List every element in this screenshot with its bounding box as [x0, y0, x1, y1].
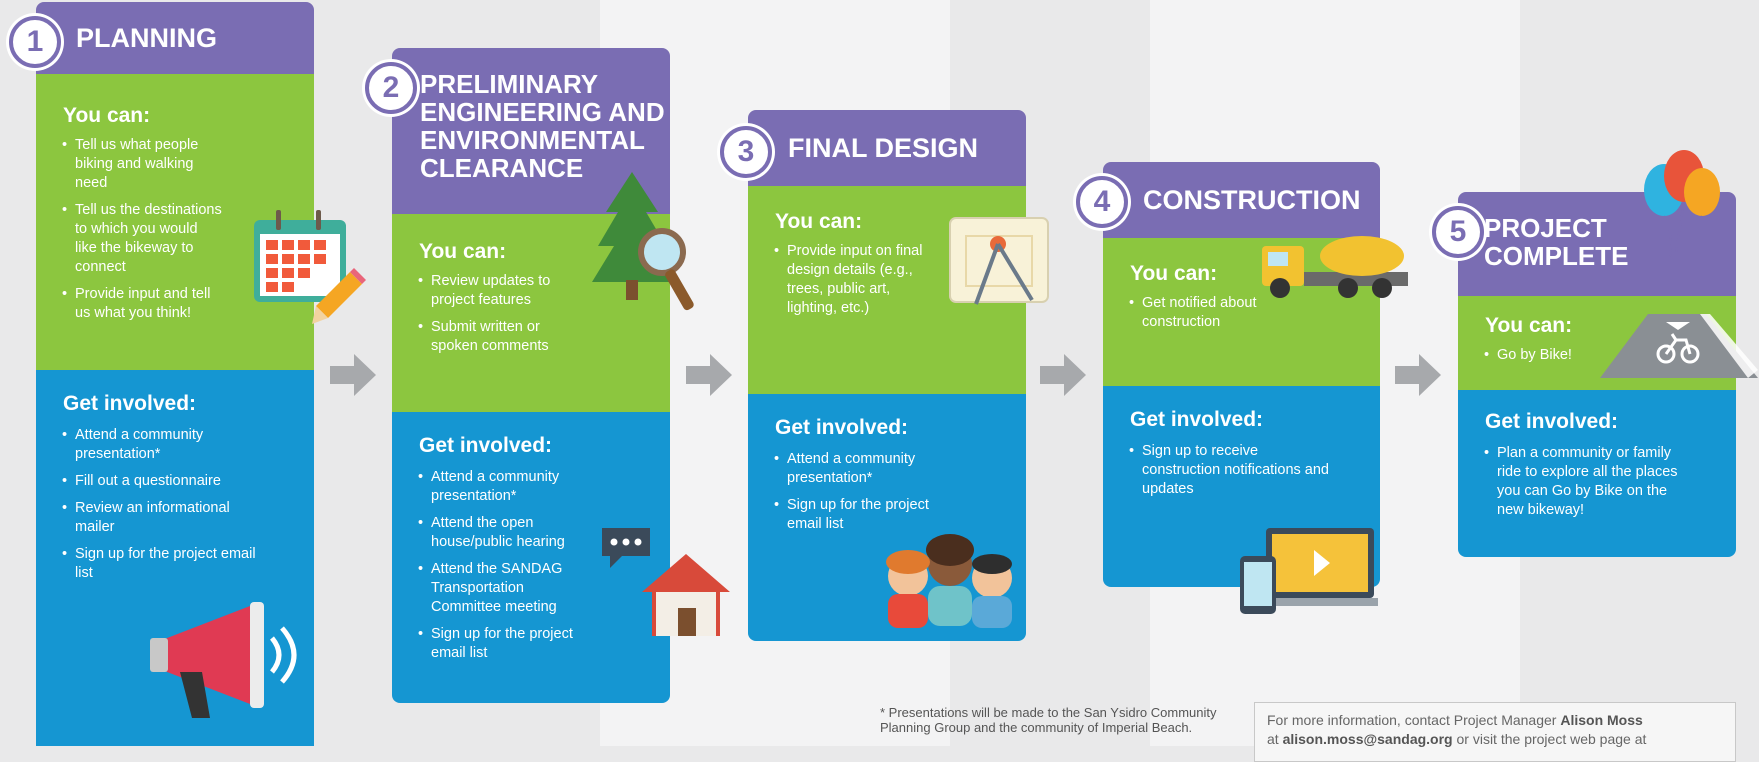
you-can-heading: You can: [1130, 262, 1218, 285]
balloons-icon [1644, 150, 1720, 257]
list-item: Provide input on final design details (e… [774, 242, 939, 318]
list-item: Tell us what people biking and walking n… [62, 136, 222, 193]
stage-number-badge: 1 [9, 16, 61, 68]
you-can-section: You can: Tell us what people biking and … [36, 74, 314, 370]
stage-2-card: PRELIMINARY ENGINEERING AND ENVIRONMENTA… [392, 48, 670, 703]
contact-email-link[interactable]: alison.moss@sandag.org [1282, 731, 1453, 747]
list-item: Sign up for the project email list [774, 496, 944, 534]
get-involved-list: Attend a community presentation* Fill ou… [62, 426, 262, 591]
you-can-list: Get notified about construction [1129, 294, 1289, 340]
list-item: Sign up for the project email list [62, 545, 262, 583]
get-involved-list: Sign up to receive construction notifica… [1129, 442, 1329, 507]
get-involved-heading: Get involved: [63, 392, 197, 415]
list-item: Fill out a questionnaire [62, 472, 262, 491]
arrow-right-icon [330, 354, 376, 396]
house-icon [642, 554, 730, 636]
pencil-icon [312, 268, 366, 324]
you-can-list: Provide input on final design details (e… [774, 242, 939, 326]
you-can-list: Go by Bike! [1484, 346, 1604, 373]
arrow-right-icon [1040, 354, 1086, 396]
list-item: Submit written or spoken comments [418, 318, 578, 356]
stage-1-card: PLANNING You can: Tell us what people bi… [36, 2, 314, 746]
list-item: Sign up to receive construction notifica… [1129, 442, 1329, 499]
you-can-heading: You can: [63, 104, 151, 127]
magnifier-icon [638, 228, 694, 311]
stage-number-badge: 5 [1432, 206, 1484, 258]
list-item: Attend a community presentation* [418, 468, 578, 506]
stage-number-badge: 4 [1076, 176, 1128, 228]
you-can-heading: You can: [419, 240, 507, 263]
calendar-icon [254, 210, 346, 302]
get-involved-section: Get involved: Attend a community present… [36, 370, 314, 746]
stage-header: PROJECT COMPLETE [1458, 192, 1736, 296]
get-involved-list: Attend a community presentation* Sign up… [774, 450, 944, 542]
arrow-right-icon [686, 354, 732, 396]
list-item: Attend a community presentation* [774, 450, 944, 488]
list-item: Sign up for the project email list [418, 625, 578, 663]
stage-title: FINAL DESIGN [788, 133, 979, 163]
list-item: Attend a community presentation* [62, 426, 262, 464]
get-involved-list: Plan a community or family ride to explo… [1484, 444, 1694, 528]
list-item: Tell us the destinations to which you wo… [62, 201, 222, 277]
megaphone-icon [150, 602, 297, 718]
stage-title: PLANNING [76, 23, 217, 53]
you-can-list: Review updates to project features Submi… [418, 272, 578, 364]
get-involved-heading: Get involved: [775, 416, 909, 439]
get-involved-list: Attend a community presentation* Attend … [418, 468, 578, 671]
get-involved-section: Get involved: Plan a community or family… [1458, 390, 1736, 557]
contact-info-box: For more information, contact Project Ma… [1254, 702, 1736, 762]
list-item: Go by Bike! [1484, 346, 1604, 365]
info-text: For more information, contact Project Ma… [1267, 712, 1561, 728]
info-text: or visit the project web page at [1452, 731, 1647, 747]
speech-bubble-icon [602, 528, 650, 568]
you-can-list: Tell us what people biking and walking n… [62, 136, 222, 331]
stage-header: FINAL DESIGN [748, 110, 1026, 186]
list-item: Provide input and tell us what you think… [62, 285, 222, 323]
you-can-heading: You can: [775, 210, 863, 233]
list-item: Review an informational mailer [62, 499, 262, 537]
get-involved-heading: Get involved: [1485, 410, 1619, 433]
stage-title: PROJECT COMPLETE [1484, 213, 1629, 272]
you-can-heading: You can: [1485, 314, 1573, 337]
list-item: Plan a community or family ride to explo… [1484, 444, 1694, 520]
devices-icon [1240, 528, 1378, 614]
arrow-right-icon [1395, 354, 1441, 396]
stage-header: CONSTRUCTION [1103, 162, 1380, 238]
list-item: Review updates to project features [418, 272, 578, 310]
list-item: Attend the open house/public hearing [418, 514, 578, 552]
stage-header: PLANNING [36, 2, 314, 74]
footnote: * Presentations will be made to the San … [880, 705, 1217, 735]
blueprint-compass-icon [949, 217, 1049, 305]
project-manager-name: Alison Moss [1560, 712, 1643, 728]
list-item: Attend the SANDAG Transportation Committ… [418, 560, 578, 617]
stage-number-badge: 3 [720, 126, 772, 178]
stage-4-card: CONSTRUCTION You can: Get notified about… [1103, 162, 1380, 587]
get-involved-heading: Get involved: [419, 434, 553, 457]
stage-5-card: PROJECT COMPLETE You can: Go by Bike! Ge… [1458, 192, 1736, 557]
bike-lane-icon [1600, 314, 1758, 378]
cement-truck-icon [1262, 236, 1408, 298]
info-text: at [1267, 731, 1283, 747]
get-involved-heading: Get involved: [1130, 408, 1264, 431]
stage-title: PRELIMINARY ENGINEERING AND ENVIRONMENTA… [420, 69, 665, 184]
people-icon [886, 534, 1012, 628]
get-involved-section: Get involved: Attend a community present… [392, 412, 670, 703]
stage-title: CONSTRUCTION [1143, 185, 1361, 215]
list-item: Get notified about construction [1129, 294, 1289, 332]
stage-number-badge: 2 [365, 62, 417, 114]
